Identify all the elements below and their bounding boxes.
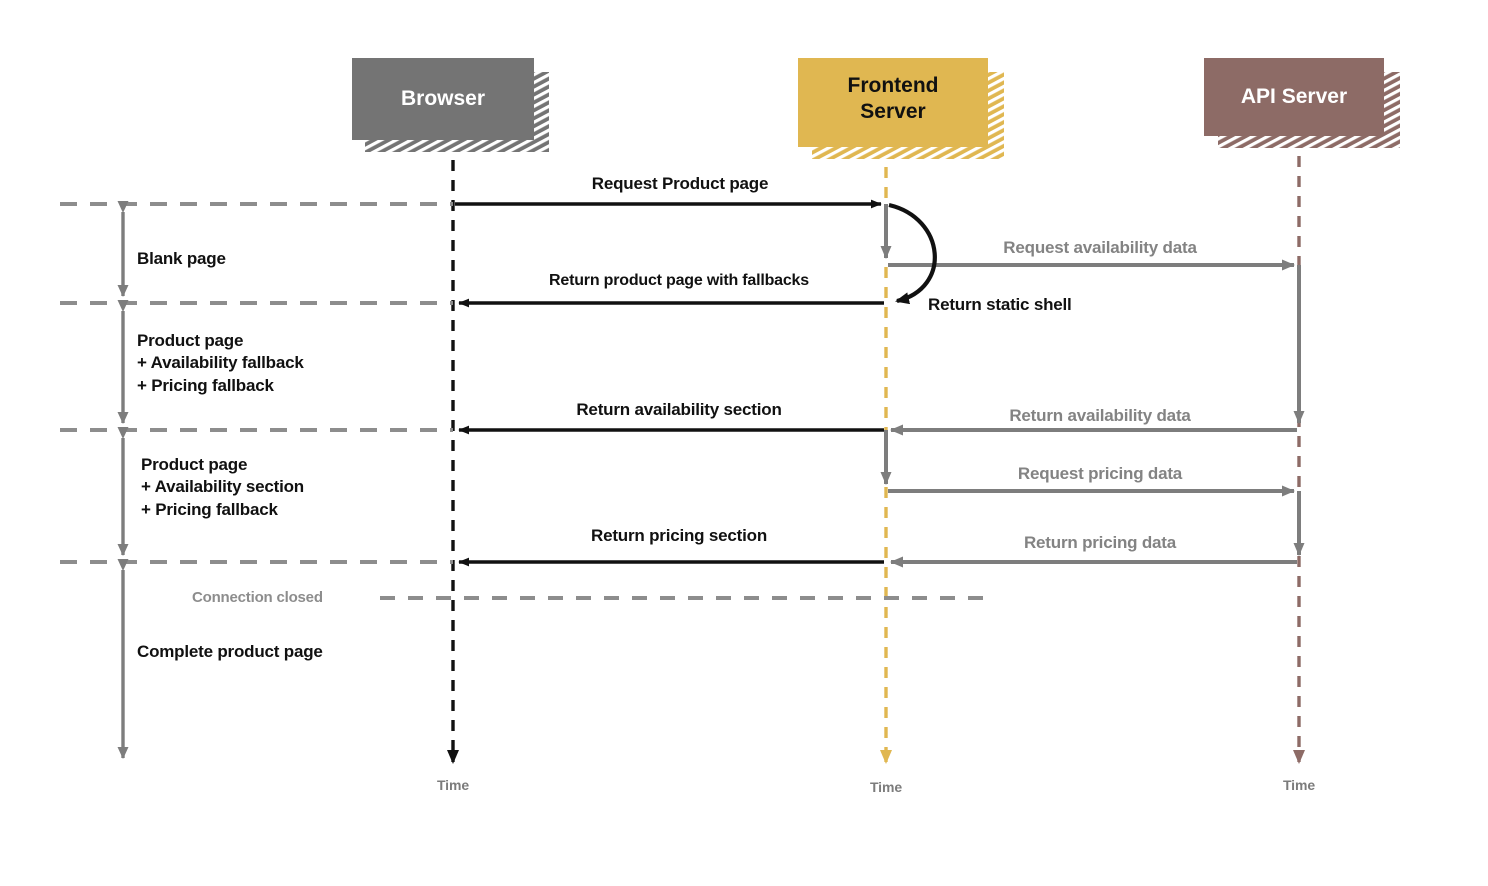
actor-box-api[interactable] [1204, 58, 1400, 148]
phase-label-product-page-fallbacks: Product page + Availability fallback + P… [137, 331, 304, 395]
actor-box-frontend[interactable] [798, 58, 1004, 159]
time-label-frontend: Time [869, 779, 903, 795]
message-label-return-pricing-data: Return pricing data [1023, 533, 1177, 552]
message-label-return-pricing-section: Return pricing section [590, 526, 768, 545]
actor-box-browser[interactable] [352, 58, 549, 152]
message-label-return-product-page-with-fallbacks: Return product page with fallbacks [549, 272, 809, 289]
message-label-return-availability-section: Return availability section [576, 400, 782, 419]
actor-label-api: API Server [1240, 85, 1348, 108]
message-return-static-shell [888, 202, 937, 305]
message-label-request-pricing-data: Request pricing data [1017, 464, 1183, 483]
time-label-browser: Time [436, 777, 470, 793]
message-label-request-availability-data: Request availability data [1003, 238, 1197, 257]
message-label-request-product-page: Request Product page [591, 174, 769, 193]
actor-label-frontend: Frontend Server [847, 74, 939, 123]
message-label-return-availability-data: Return availability data [1009, 406, 1191, 425]
message-label-return-static-shell: Return static shell [928, 295, 1072, 314]
phase-label-complete-product-page: Complete product page [137, 642, 323, 661]
connection-closed-label: Connection closed [192, 589, 323, 606]
phase-label-blank-page: Blank page [137, 249, 226, 268]
actor-label-browser: Browser [400, 87, 486, 110]
phase-label-product-page-availability: Product page + Availability section + Pr… [141, 455, 304, 519]
time-label-api: Time [1282, 777, 1316, 793]
